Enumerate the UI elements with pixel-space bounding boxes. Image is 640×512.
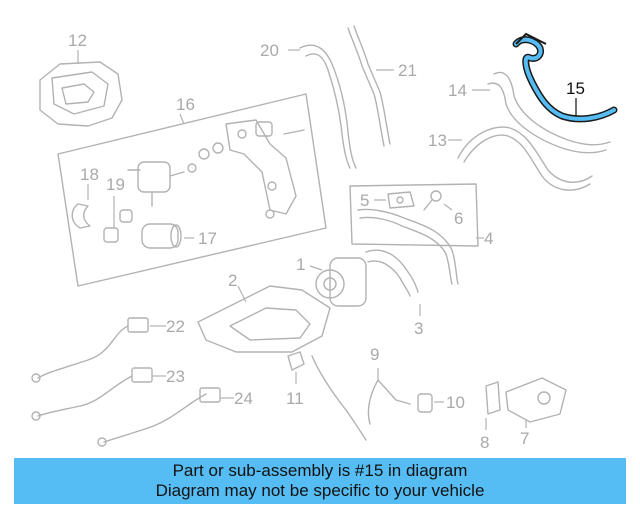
part-12-housing[interactable] [39, 50, 123, 127]
parts-diagram: 12 16 18 19 17 20 21 14 15 13 5 6 4 1 2 … [31, 25, 618, 452]
callout-11: 11 [286, 389, 304, 408]
part-valve-assembly[interactable] [127, 142, 224, 207]
callout-22: 22 [166, 317, 185, 336]
callout-15: 15 [566, 79, 585, 98]
callout-2: 2 [228, 271, 237, 290]
part-23-sensor[interactable] [31, 367, 166, 421]
banner-line-1: Part or sub-assembly is #15 in diagram [172, 461, 468, 480]
callout-18: 18 [80, 165, 99, 184]
part-10-valve[interactable] [417, 393, 444, 413]
callout-5: 5 [360, 191, 369, 210]
callout-17: 17 [198, 229, 217, 248]
callout-9: 9 [370, 345, 379, 364]
callout-12: 12 [68, 31, 87, 50]
part-21-pipe[interactable] [347, 25, 394, 147]
part-5-gasket[interactable] [374, 191, 415, 209]
part-13-tube[interactable] [448, 126, 593, 191]
banner-line-2: Diagram may not be specific to your vehi… [155, 481, 485, 500]
callout-6: 6 [454, 209, 463, 228]
info-banner: Part or sub-assembly is #15 in diagram D… [14, 458, 626, 504]
callout-14: 14 [448, 81, 467, 100]
part-2-manifold[interactable] [197, 285, 331, 353]
part-18-clamp[interactable] [71, 184, 91, 229]
part-3-hose[interactable] [365, 249, 421, 316]
callout-24: 24 [234, 389, 253, 408]
callout-23: 23 [166, 367, 185, 386]
part-9-pipe[interactable] [311, 355, 411, 441]
callout-19: 19 [106, 175, 125, 194]
part-22-sensor[interactable] [31, 317, 166, 383]
callout-1: 1 [296, 255, 305, 274]
callout-3: 3 [414, 319, 423, 338]
part-7-pump[interactable] [505, 377, 567, 428]
part-4-group-box [349, 183, 484, 247]
part-15-hose-highlighted[interactable] [512, 32, 618, 123]
callout-8: 8 [480, 433, 489, 452]
part-6-bolt[interactable] [423, 190, 453, 211]
callout-10: 10 [446, 393, 465, 412]
callout-4: 4 [484, 229, 493, 248]
part-14-hose[interactable] [472, 71, 611, 154]
part-4-hose[interactable] [357, 208, 459, 285]
part-24-sensor[interactable] [97, 387, 234, 447]
callout-7: 7 [520, 429, 529, 448]
part-20-hose[interactable] [288, 44, 357, 169]
part-1-pump[interactable] [309, 257, 367, 307]
part-11-bracket[interactable] [287, 351, 305, 384]
part-16-group-box [57, 93, 327, 287]
callout-16: 16 [176, 95, 195, 114]
callout-20: 20 [260, 41, 279, 60]
callout-21: 21 [398, 61, 417, 80]
callout-13: 13 [428, 131, 447, 150]
part-16-bracket[interactable] [225, 119, 305, 219]
part-8-bracket[interactable] [485, 381, 501, 430]
part-19-fittings[interactable] [103, 196, 133, 243]
part-17-canister[interactable] [141, 223, 194, 249]
